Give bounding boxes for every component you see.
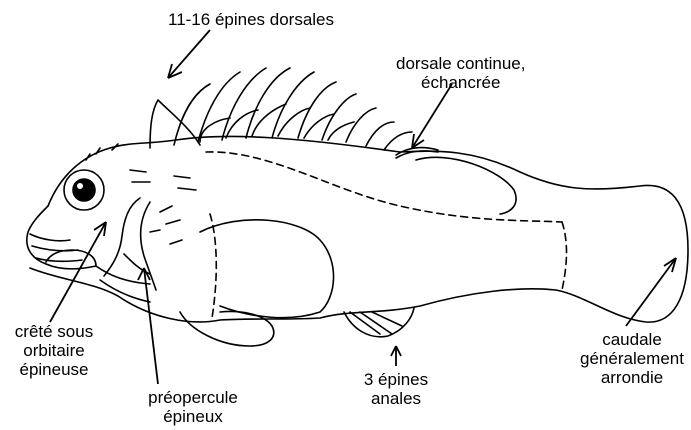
label-anal-spines-line2: anales <box>348 389 444 408</box>
label-caudal-line2: généralement <box>576 349 688 368</box>
pectoral-fin <box>200 220 334 318</box>
label-anal-spines: 3 épines anales <box>348 370 444 408</box>
label-dorsal-fin: dorsale continue, échancrée <box>396 54 525 92</box>
label-suborbital-line1: crêté sous <box>0 322 108 341</box>
label-caudal-line1: caudale <box>576 330 688 349</box>
label-caudal-line3: arrondie <box>576 368 688 387</box>
dorsal-fin <box>150 68 438 158</box>
soft-dorsal-fin <box>416 157 516 214</box>
pelvic-fin <box>180 312 274 346</box>
label-caudal: caudale généralement arrondie <box>576 330 688 387</box>
label-dorsal-spines: 11-16 épines dorsales <box>168 10 334 29</box>
label-dorsal-fin-line1: dorsale continue, <box>396 54 525 73</box>
label-suborbital-line2: orbitaire <box>0 341 108 360</box>
label-suborbital-line3: épineuse <box>0 360 108 379</box>
label-dorsal-spines-text: 11-16 épines dorsales <box>168 10 334 29</box>
label-dorsal-fin-line2: échancrée <box>396 73 525 92</box>
body-outline <box>30 136 688 322</box>
label-preopercle: préopercule épineux <box>130 388 256 426</box>
label-preopercle-line1: préopercule <box>130 388 256 407</box>
label-suborbital: crêté sous orbitaire épineuse <box>0 322 108 379</box>
label-preopercle-line2: épineux <box>130 407 256 426</box>
label-anal-spines-line1: 3 épines <box>348 370 444 389</box>
